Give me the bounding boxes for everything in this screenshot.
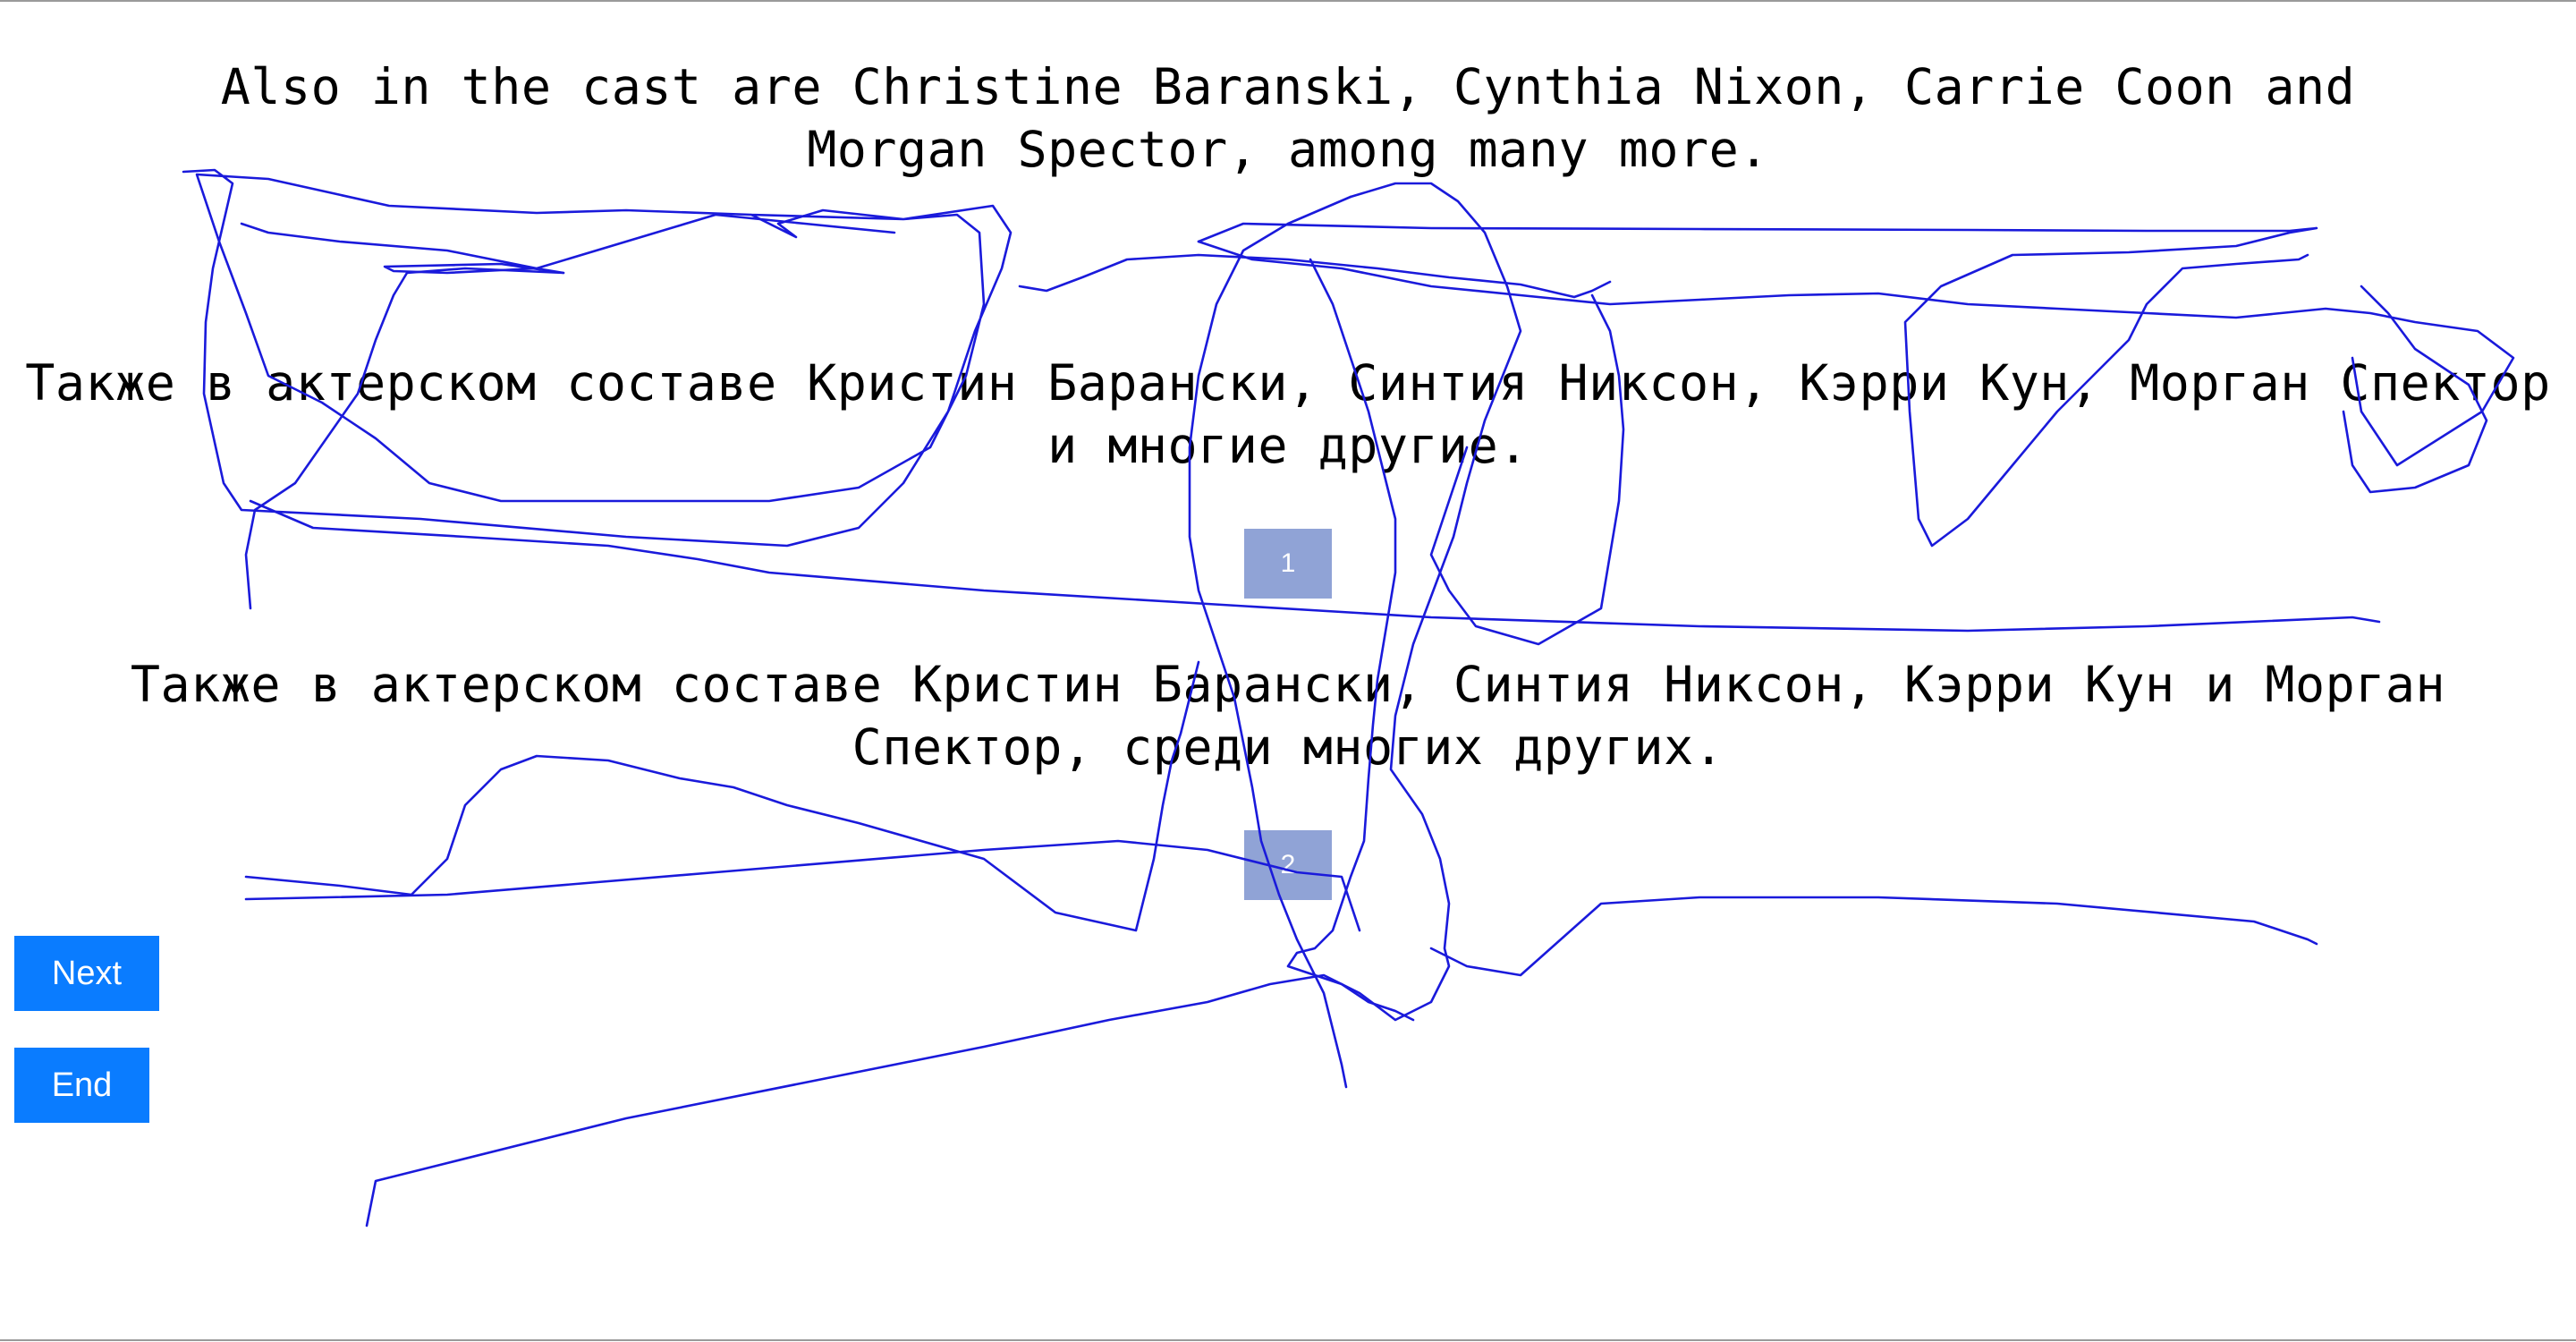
top-border	[0, 0, 2576, 2]
source-sentence: Also in the cast are Christine Baranski,…	[220, 58, 2356, 178]
scribble-stroke-7	[1018, 253, 1612, 299]
scribble-stroke-11	[1429, 896, 2318, 977]
scribble-stroke-2	[240, 213, 896, 275]
rank-box-1[interactable]: 1	[1244, 529, 1332, 599]
scribble-stroke-15	[244, 839, 1361, 932]
translation-sentence-1: Также в актерском составе Кристин Баранс…	[25, 354, 2551, 474]
translation-sentence-2: Также в актерском составе Кристин Баранс…	[130, 656, 2446, 776]
scribble-stroke-9	[1188, 195, 1352, 1089]
next-button[interactable]: Next	[14, 936, 159, 1011]
bottom-border	[0, 1339, 2576, 1341]
rank-box-2[interactable]: 2	[1244, 830, 1332, 900]
end-button[interactable]: End	[14, 1048, 149, 1123]
